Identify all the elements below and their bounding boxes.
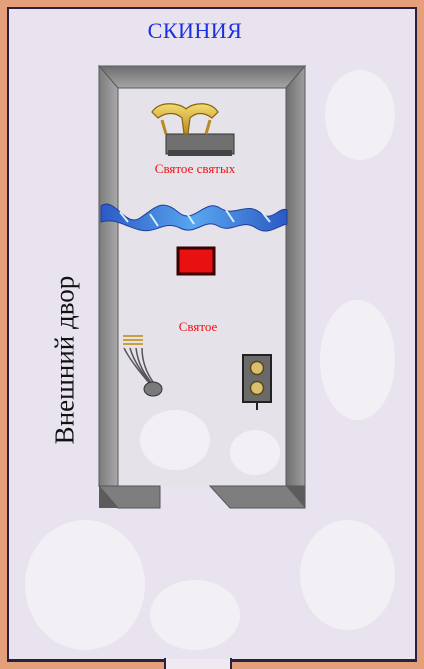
gate-post-left <box>164 658 166 669</box>
front-wall-right-shade <box>286 486 305 508</box>
ark-of-covenant-icon <box>151 103 235 156</box>
left-wall <box>98 64 119 487</box>
altar-of-incense-icon <box>176 246 216 276</box>
diagram-title: СКИНИЯ <box>147 18 243 43</box>
back-wall <box>97 65 307 89</box>
holy-of-holies-label: Святое святых <box>154 161 236 176</box>
veil-icon <box>100 203 288 232</box>
background-blot <box>25 520 145 650</box>
background-blot <box>320 300 395 420</box>
background-blot <box>325 70 395 160</box>
front-wall-left <box>97 485 161 509</box>
gate-post-right <box>230 658 232 669</box>
front-wall-left-shade <box>99 486 118 508</box>
background-blot <box>230 430 280 475</box>
showbread-table-icon <box>242 354 272 410</box>
outer-court-label: Внешний двор <box>49 275 80 445</box>
court-gate <box>165 659 231 669</box>
holy-place-label: Святое <box>178 319 218 334</box>
lampstand-icon <box>123 335 163 397</box>
right-wall <box>285 64 306 487</box>
background-blot <box>140 410 210 470</box>
background-blot <box>150 580 240 650</box>
background-blot <box>300 520 395 630</box>
